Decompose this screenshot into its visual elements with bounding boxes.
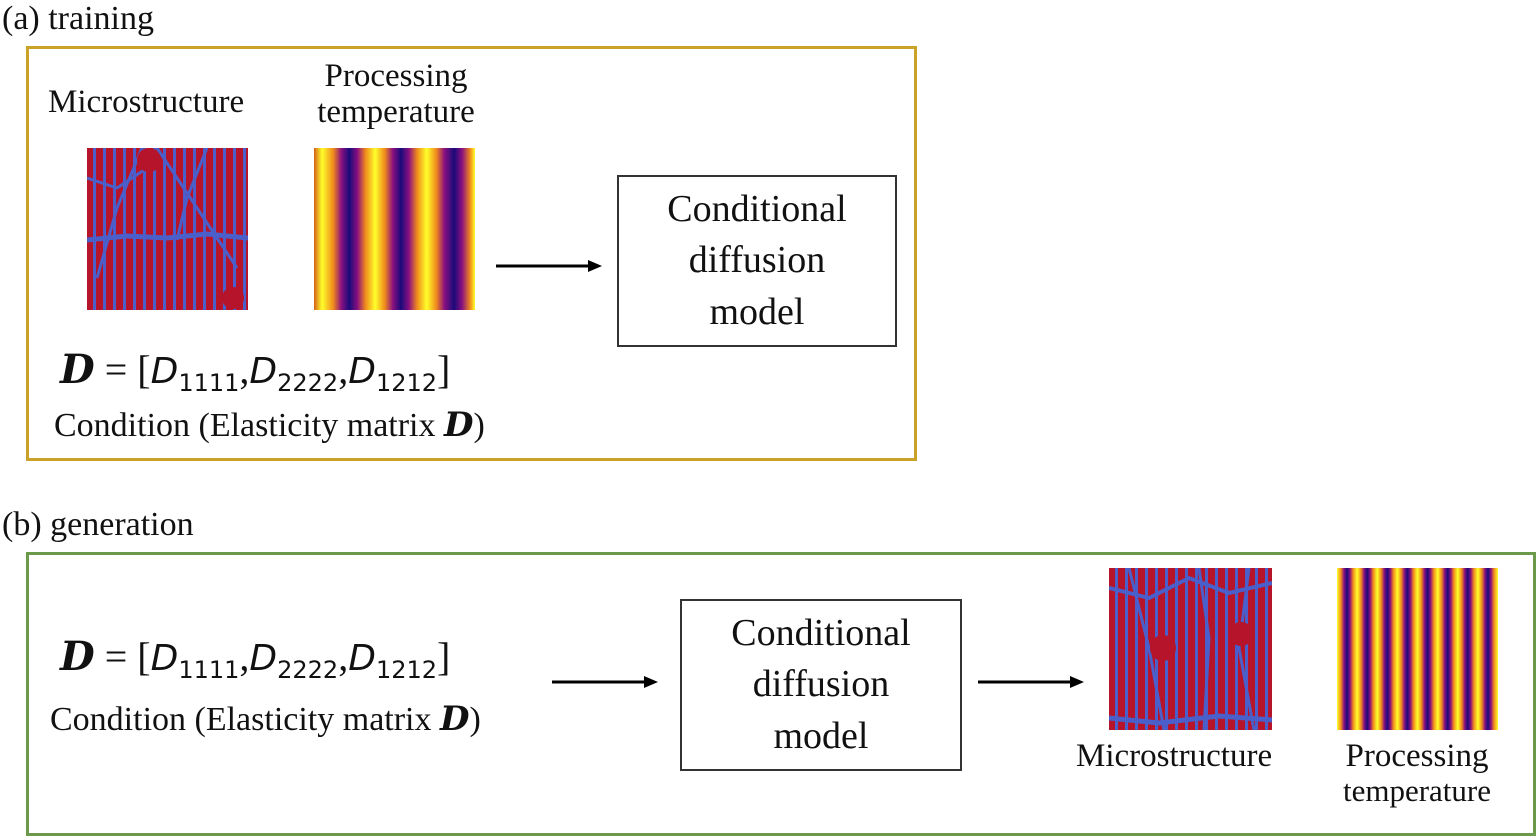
eq-sub1: 1111 <box>178 369 240 397</box>
training-section-label: (a) training <box>2 0 154 37</box>
model-line2: diffusion <box>752 663 890 706</box>
eq-close: ] <box>437 634 451 679</box>
processing-label-line2: temperature <box>1342 773 1492 809</box>
training-processing-temperature-image <box>314 148 475 310</box>
eq-sub1: 1111 <box>178 656 240 684</box>
eq-term2: D <box>249 638 278 679</box>
generation-section-label: (b) generation <box>2 506 194 543</box>
condition-text: Condition (Elasticity matrix <box>50 701 441 738</box>
eq-comma: , <box>239 347 250 392</box>
eq-term2: D <box>249 351 278 392</box>
eq-comma: , <box>338 634 349 679</box>
processing-label-line2: temperature <box>317 94 475 131</box>
condition-symbol: D <box>440 699 470 739</box>
eq-comma: , <box>338 347 349 392</box>
training-elasticity-equation: D = [D1111,D2222,D1212] <box>60 347 451 397</box>
generation-elasticity-equation: D = [D1111,D2222,D1212] <box>60 634 451 684</box>
model-line3: model <box>773 714 869 757</box>
condition-symbol: D <box>444 405 474 445</box>
training-model-box: Conditional diffusion model <box>617 175 897 347</box>
training-frame <box>26 46 917 461</box>
generation-arrow-out <box>978 676 1084 688</box>
eq-lhs: D <box>60 346 95 393</box>
model-line3: model <box>709 290 805 333</box>
training-microstructure-label: Microstructure <box>48 84 245 120</box>
generation-microstructure-image <box>1109 568 1272 730</box>
eq-sub3: 1212 <box>375 369 438 397</box>
condition-close: ) <box>469 701 481 738</box>
eq-sub3: 1212 <box>375 656 438 684</box>
eq-comma: , <box>239 634 250 679</box>
model-line1: Conditional <box>667 188 847 231</box>
condition-text: Condition (Elasticity matrix <box>54 407 445 444</box>
generation-processing-temperature-image <box>1337 568 1498 730</box>
training-processing-temperature-label: Processing temperature <box>304 58 488 131</box>
condition-close: ) <box>473 407 485 444</box>
eq-sub2: 2222 <box>277 369 339 397</box>
generation-microstructure-label: Microstructure <box>1076 738 1273 774</box>
training-arrow <box>496 260 602 272</box>
eq-lhs: D <box>60 633 95 680</box>
eq-term3: D <box>348 351 376 392</box>
eq-term1: D <box>150 351 179 392</box>
model-line2: diffusion <box>688 239 826 282</box>
eq-close: ] <box>437 347 451 392</box>
processing-label-line1: Processing <box>324 58 468 94</box>
processing-label-line1: Processing <box>1345 738 1489 774</box>
eq-term1: D <box>150 638 179 679</box>
eq-equals: = [ <box>94 347 151 392</box>
training-condition-caption: Condition (Elasticity matrix D) <box>54 408 485 443</box>
eq-sub2: 2222 <box>277 656 339 684</box>
eq-equals: = [ <box>94 634 151 679</box>
training-microstructure-image <box>87 148 248 310</box>
generation-model-box: Conditional diffusion model <box>680 599 962 771</box>
generation-arrow-in <box>552 676 658 688</box>
generation-condition-caption: Condition (Elasticity matrix D) <box>50 702 481 737</box>
eq-term3: D <box>348 638 376 679</box>
generation-processing-temperature-label: Processing temperature <box>1322 738 1512 808</box>
generation-frame <box>26 552 1536 836</box>
model-line1: Conditional <box>731 612 911 655</box>
